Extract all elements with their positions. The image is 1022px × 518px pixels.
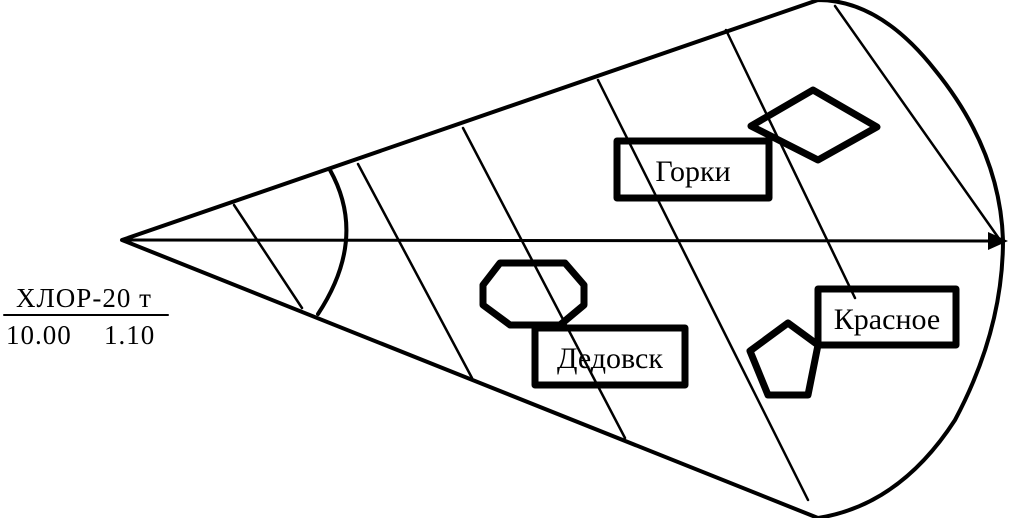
- contamination-zone-outline: [120, 0, 1005, 518]
- pentagon-icon: [746, 319, 822, 399]
- settlement-label-gorki: Горки: [613, 137, 773, 202]
- settlement-label-krasnoe: Красное: [814, 285, 960, 349]
- source-time-duration: 1.10: [104, 320, 155, 350]
- arrow-head-icon: [988, 232, 1008, 250]
- octagon-icon: [479, 259, 588, 329]
- hatch-line: [724, 28, 857, 300]
- source-time-start: 10.00: [6, 320, 72, 350]
- zone-hatching: [232, 4, 1002, 502]
- hatch-line: [596, 78, 810, 502]
- hatch-line: [833, 4, 1002, 242]
- zone-arc: [316, 168, 349, 316]
- wind-direction-arrow: [120, 232, 1008, 250]
- source-annotation: ХЛОР-20 т 10.00 1.10: [3, 283, 169, 350]
- settlement-name: Красное: [834, 303, 940, 336]
- settlement-name: Дедовск: [557, 342, 663, 375]
- settlement-name: Горки: [655, 155, 730, 188]
- settlement-label-dedovsk: Дедовск: [531, 324, 689, 389]
- diamond-icon: [747, 86, 881, 164]
- hatch-line: [356, 162, 474, 380]
- source-agent: ХЛОР-20 т: [16, 283, 152, 313]
- hatch-line: [232, 203, 304, 310]
